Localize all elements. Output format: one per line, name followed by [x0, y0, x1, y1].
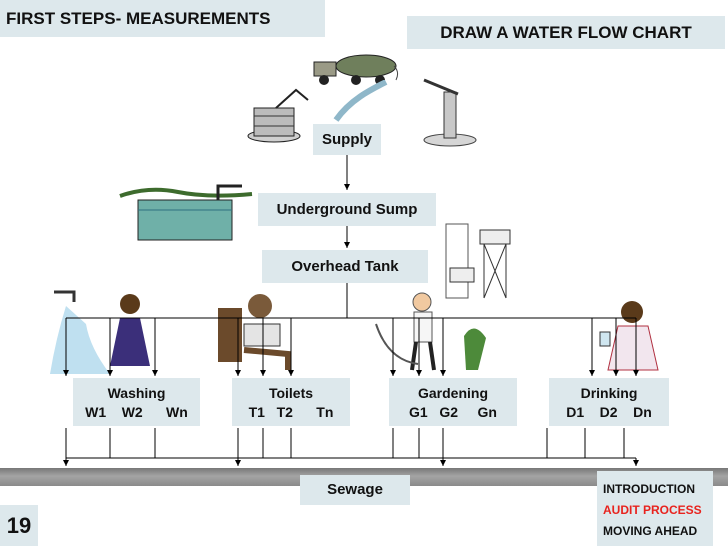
washing-label: Washing: [107, 385, 166, 401]
underground-sump-box: Underground Sump: [258, 193, 436, 226]
page-number: 19: [0, 505, 38, 546]
toilets-label: Toilets: [268, 385, 314, 401]
navigation-panel: INTRODUCTION AUDIT PROCESS MOVING AHEAD: [597, 471, 713, 546]
drinking-label: Drinking: [580, 385, 638, 401]
drinking-box: Drinking D1 D2 Dn: [549, 378, 669, 426]
supply-water-stream-illustration: [333, 80, 388, 122]
washing-box: Washing W1 W2 Wn: [73, 378, 200, 426]
handpump-illustration: [423, 78, 477, 147]
boy-gardening-illustration: [375, 292, 486, 371]
drinking-meters: D1 D2 Dn: [566, 404, 652, 420]
nav-moving-ahead[interactable]: MOVING AHEAD: [603, 524, 698, 538]
supply-box: Supply: [313, 124, 381, 155]
sewage-box: Sewage: [300, 475, 410, 505]
gardening-meters: G1 G2 Gn: [409, 404, 497, 420]
toilets-meters: T1 T2 Tn: [248, 404, 334, 420]
page-title: FIRST STEPS- MEASUREMENTS: [0, 0, 325, 37]
well-illustration: [247, 88, 309, 143]
toilets-box: Toilets T1 T2 Tn: [232, 378, 350, 426]
gardening-label: Gardening: [417, 385, 488, 401]
nav-audit-process[interactable]: AUDIT PROCESS: [603, 503, 702, 517]
water-tower-illustration: [445, 223, 511, 299]
gardening-box: Gardening G1 G2 Gn: [389, 378, 517, 426]
overhead-tank-box: Overhead Tank: [262, 250, 428, 283]
water-tanker-illustration: [313, 54, 399, 85]
washing-meters: W1 W2 Wn: [85, 404, 188, 420]
underground-sump-illustration: [119, 184, 253, 241]
girl-washing-illustration: [50, 290, 150, 374]
section-heading: DRAW A WATER FLOW CHART: [407, 16, 725, 49]
nav-introduction[interactable]: INTRODUCTION: [603, 482, 695, 496]
